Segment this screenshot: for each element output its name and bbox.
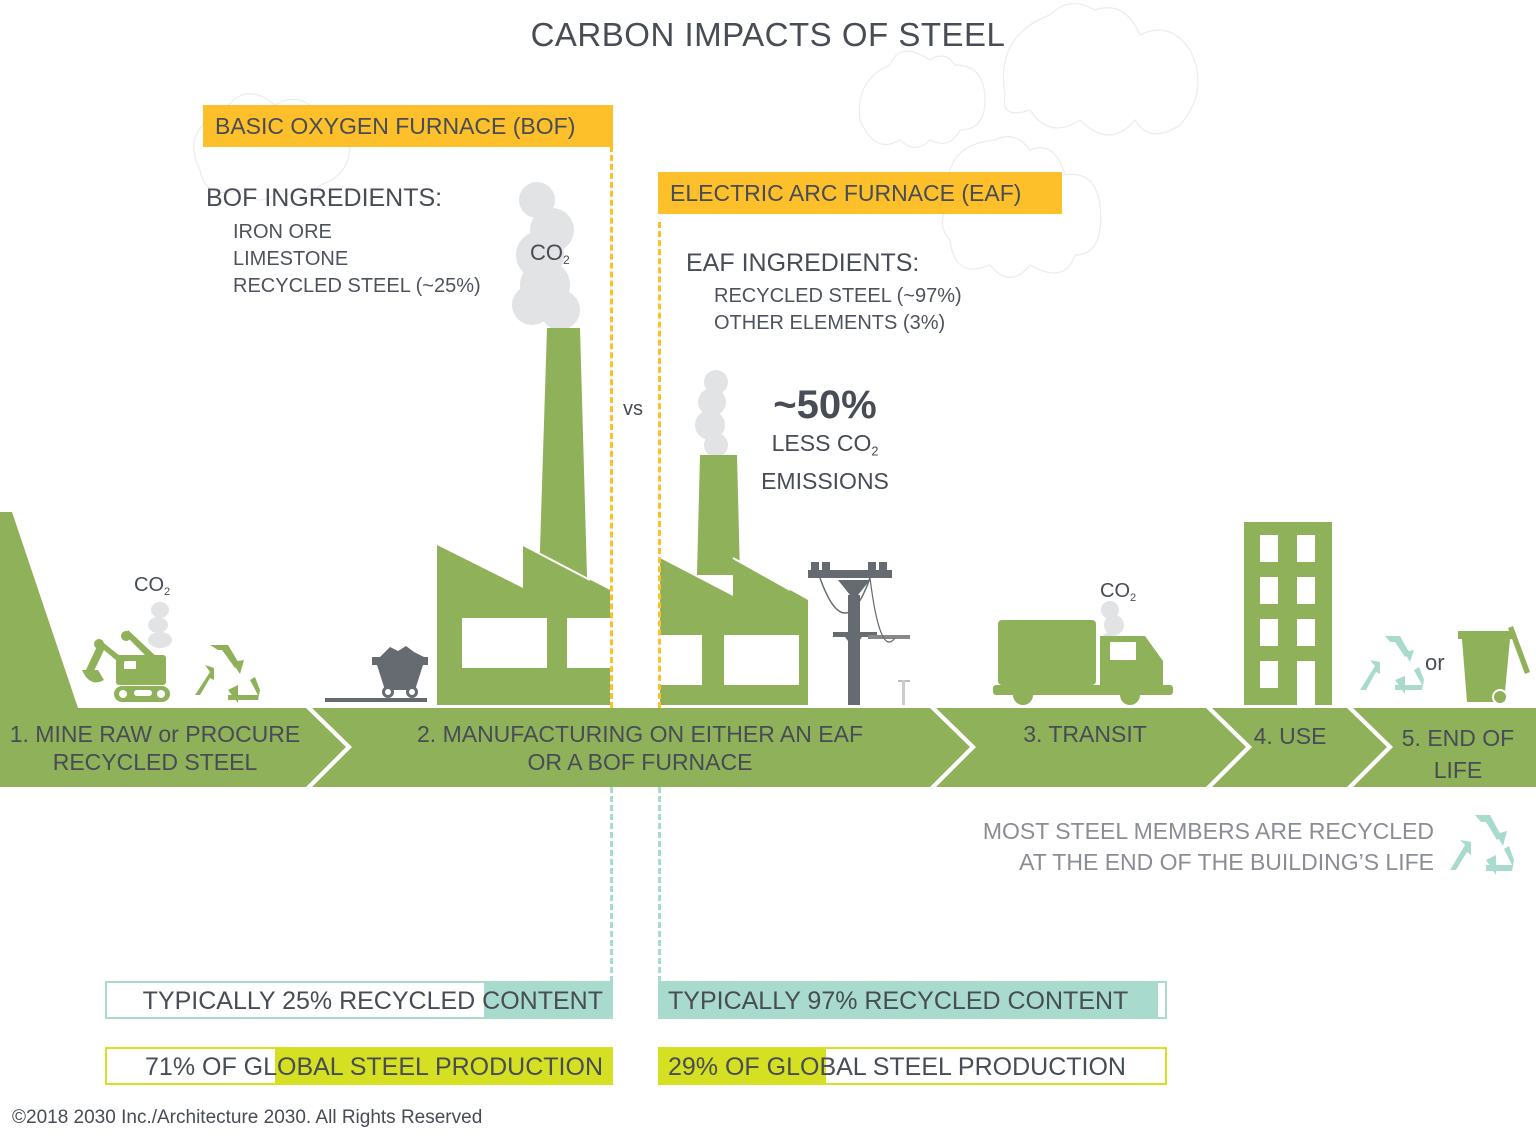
ingredient-item: RECYCLED STEEL (~97%) [714,285,962,307]
reduction-callout: ~50% LESS CO2 EMISSIONS [750,382,900,496]
process-band [0,708,1536,787]
trash-bin-icon [1458,626,1530,705]
ingredient-item: IRON ORE [233,221,332,243]
bof-co2-label: CO2 [530,240,570,268]
recycle-note: MOST STEEL MEMBERS ARE RECYCLED AT THE E… [982,818,1434,875]
bof-ingredients-list: IRON ORE LIMESTONE RECYCLED STEEL (~25%) [233,219,481,300]
or-label: or [1425,650,1445,675]
eaf-ingredients-title: EAF INGREDIENTS: [686,249,920,277]
page-title: CARBON IMPACTS OF STEEL [530,16,1006,53]
bof-header: BASIC OXYGEN FURNACE (BOF) [203,105,613,147]
power-pole-icon [808,562,910,705]
eaf-header: ELECTRIC ARC FURNACE (EAF) [658,172,1062,214]
eaf-share-bar: 29% OF GLOBAL STEEL PRODUCTION [658,1047,1167,1085]
copyright-footer: ©2018 2030 Inc./Architecture 2030. All R… [12,1107,483,1128]
eaf-teal-line [658,787,661,982]
step-use: 4. USE [1253,723,1327,749]
reduction-line2: EMISSIONS [761,468,889,495]
eaf-divider-line [658,222,661,708]
bof-teal-line [610,787,613,982]
reduction-line1: LESS CO2 [771,430,879,459]
ingredient-item: LIMESTONE [233,248,349,270]
bof-divider-line [610,146,613,708]
step-transit: 3. TRANSIT [1023,721,1147,747]
truck-icon [993,601,1173,705]
mine-cart-icon [325,646,428,702]
building-icon [1244,522,1332,705]
eaf-recycled-bar: TYPICALLY 97% RECYCLED CONTENT [658,981,1167,1019]
transit-co2-label: CO2 [1100,580,1137,604]
recycle-icon-note [1450,815,1514,875]
bof-factory-icon [437,182,610,705]
bar-fill [660,1049,826,1083]
ingredient-item: RECYCLED STEEL (~25%) [233,275,481,297]
bof-recycled-bar: TYPICALLY 25% RECYCLED CONTENT [105,981,613,1019]
bar-fill [275,1049,611,1083]
vs-label: vs [623,398,643,420]
bar-fill [484,983,611,1017]
recycle-icon-teal [1360,636,1424,694]
bof-ingredients-title: BOF INGREDIENTS: [206,184,443,212]
bof-share-bar: 71% OF GLOBAL STEEL PRODUCTION [105,1047,613,1085]
ingredient-item: OTHER ELEMENTS (3%) [714,312,946,334]
reduction-value: ~50% [773,383,877,427]
mine-co2-label: CO2 [134,574,171,598]
excavator-icon [82,602,172,702]
eaf-ingredients-list: RECYCLED STEEL (~97%) OTHER ELEMENTS (3%… [714,283,962,337]
recycle-icon [195,645,260,703]
eaf-factory-icon [660,370,808,705]
mountain-shape [0,512,78,708]
bar-fill [660,983,1158,1017]
